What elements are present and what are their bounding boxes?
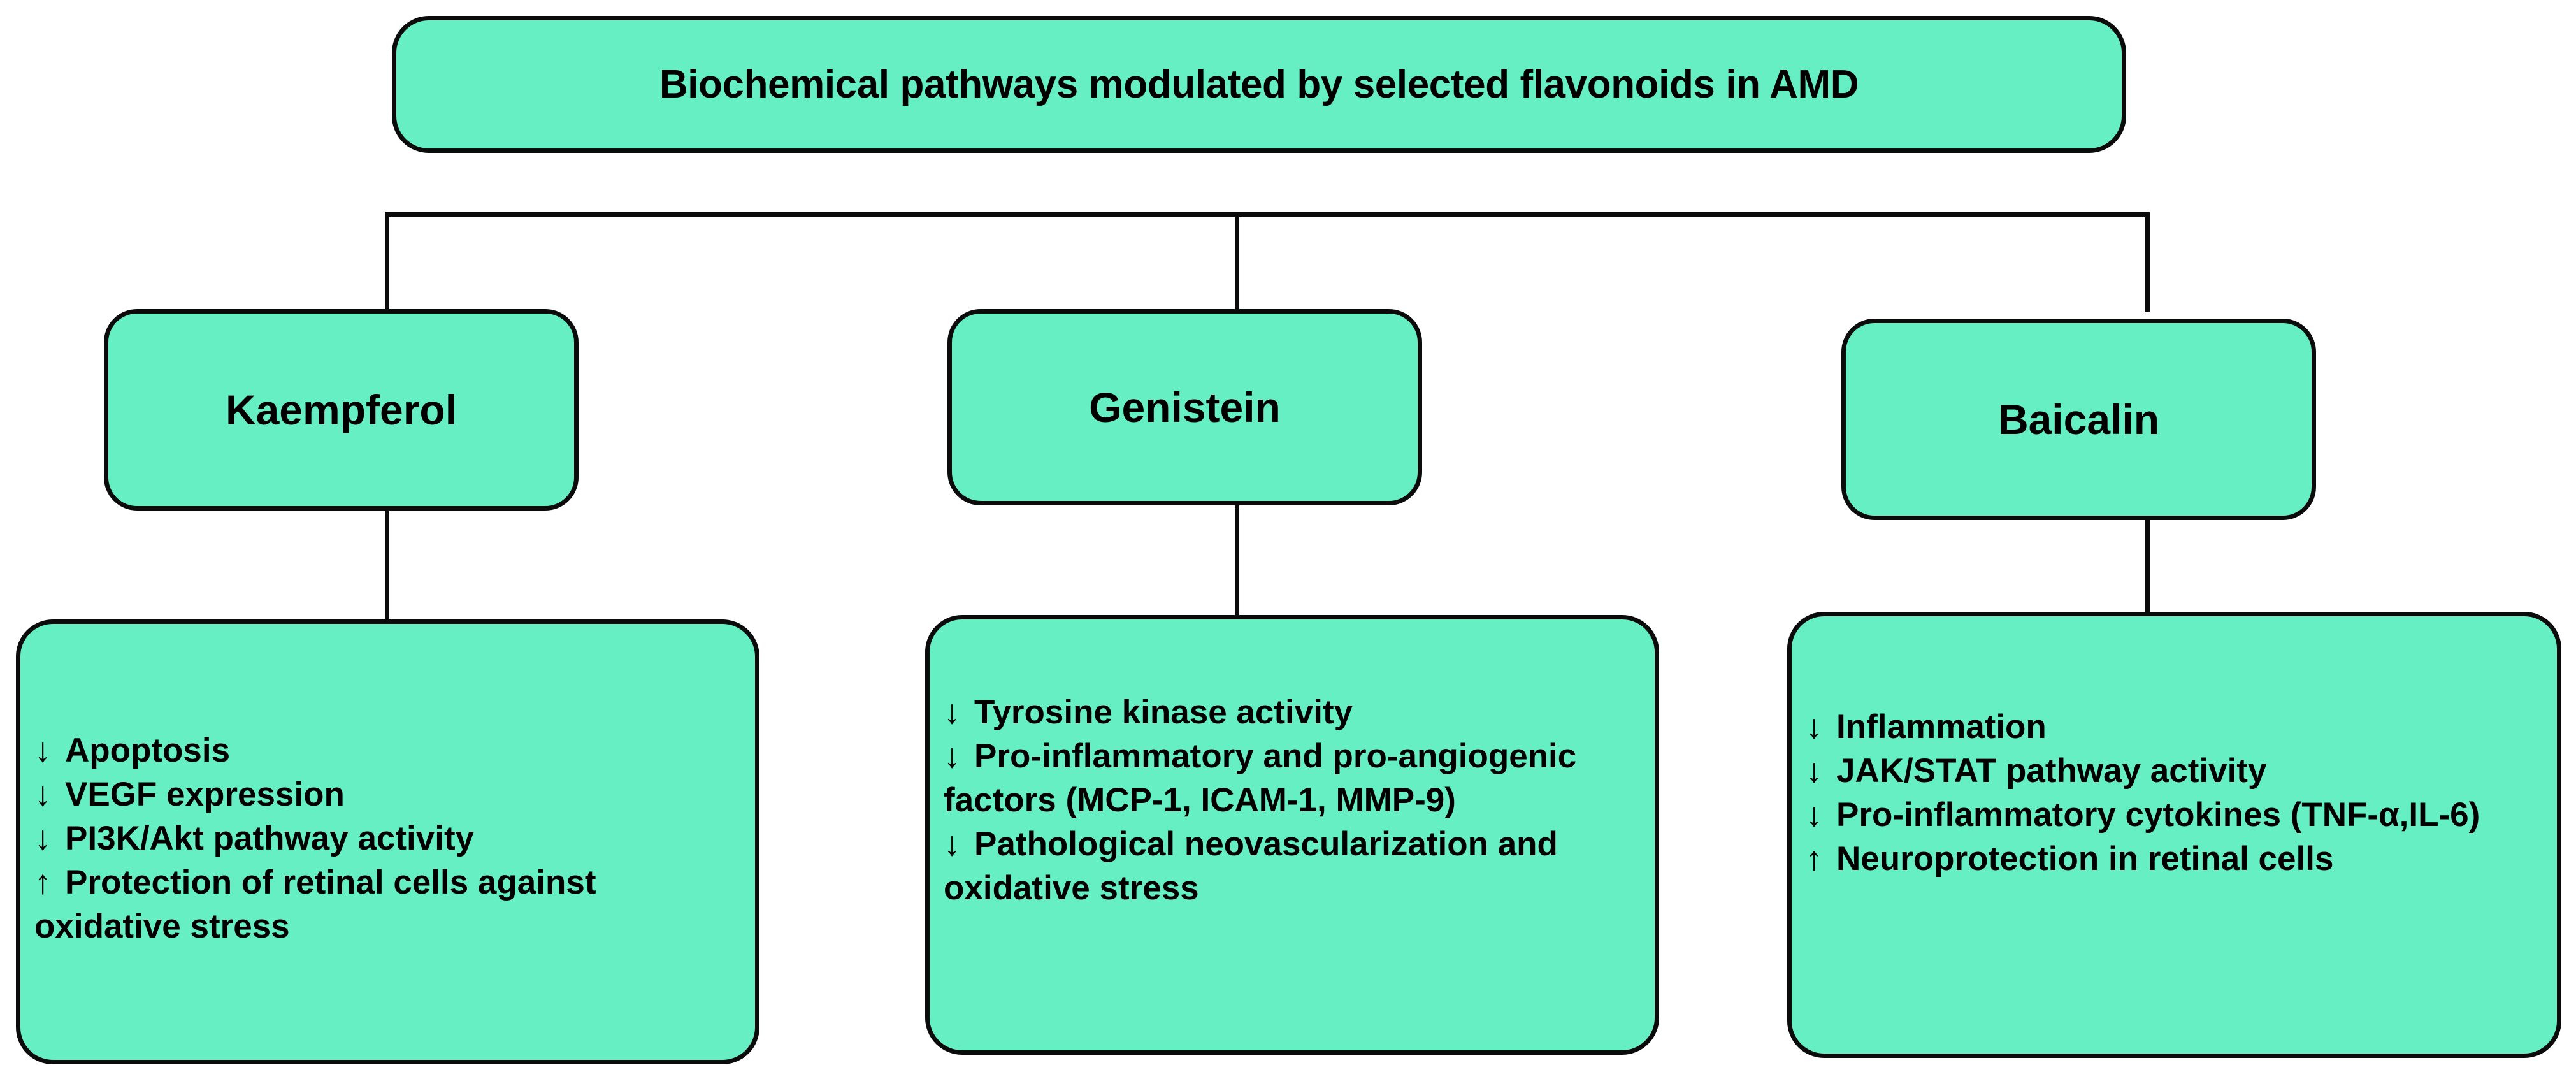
node-kaempferol-label: Kaempferol — [225, 386, 457, 433]
arrow-up-icon: ↑ — [1806, 839, 1823, 878]
effect-text: Apoptosis — [65, 732, 231, 769]
effect-line: ↓Pathological neovascularization and oxi… — [944, 823, 1638, 911]
arrow-down-icon: ↓ — [34, 732, 52, 769]
effects-list-baicalin: ↓Inflammation↓JAK/STAT pathway activity↓… — [1806, 706, 2540, 881]
arrow-down-icon: ↓ — [944, 825, 961, 863]
effect-text: PI3K/Akt pathway activity — [65, 819, 475, 857]
diagram-title-node: Biochemical pathways modulated by select… — [392, 16, 2126, 153]
effects-list-genistein: ↓Tyrosine kinase activity↓Pro-inflammato… — [944, 691, 1638, 910]
effect-line: ↓ Inflammation — [1806, 706, 2540, 750]
arrow-down-icon: ↓ — [1806, 751, 1823, 790]
node-genistein: Genistein — [947, 309, 1422, 505]
effect-line: ↑Protection of retinal cells against oxi… — [34, 861, 736, 949]
effect-text: Neuroprotection in retinal cells — [1836, 839, 2334, 878]
arrow-down-icon: ↓ — [1806, 795, 1823, 834]
connector-drop-baicalin — [2145, 212, 2150, 312]
effect-line: ↓Pro-inflammatory and pro-angiogenic fac… — [944, 735, 1638, 823]
effects-list-kaempferol: ↓ Apoptosis ↓ VEGF expression ↓ PI3K/Akt path… — [34, 729, 736, 948]
effect-text: Inflammation — [1836, 708, 2047, 746]
effect-text: Pathological neovascularization and oxid… — [944, 825, 1558, 907]
effect-line: ↓ Apoptosis — [34, 729, 736, 773]
effect-line: ↓ JAK/STAT pathway activity — [1806, 750, 2540, 793]
effect-text: Tyrosine kinase activity — [974, 693, 1353, 731]
effect-text: VEGF expression — [65, 775, 345, 813]
connector-stem-genistein — [1235, 502, 1239, 618]
effects-box-kaempferol: ↓ Apoptosis ↓ VEGF expression ↓ PI3K/Akt path… — [16, 619, 759, 1064]
effect-text: JAK/STAT pathway activity — [1836, 751, 2267, 790]
connector-drop-genistein — [1235, 212, 1239, 312]
arrow-down-icon: ↓ — [34, 775, 52, 813]
effect-line: ↓ VEGF expression — [34, 773, 736, 817]
node-baicalin-label: Baicalin — [1997, 396, 2160, 443]
effects-box-genistein: ↓Tyrosine kinase activity↓Pro-inflammato… — [925, 615, 1659, 1055]
effect-text: Pro-inflammatory and pro-angiogenic fact… — [944, 737, 1577, 819]
connector-stem-baicalin — [2145, 517, 2150, 616]
arrow-down-icon: ↓ — [944, 693, 961, 731]
arrow-down-icon: ↓ — [944, 737, 961, 775]
node-baicalin: Baicalin — [1841, 319, 2316, 520]
effect-line: ↓ Pro-inflammatory cytokines (TNF-α,IL-6) — [1806, 793, 2540, 837]
diagram-title-label: Biochemical pathways modulated by select… — [659, 62, 1859, 106]
arrow-down-icon: ↓ — [34, 819, 52, 857]
effect-text: Protection of retinal cells against oxid… — [34, 863, 596, 945]
connector-horizontal-bus — [385, 212, 2150, 217]
connector-drop-kaempferol — [385, 212, 389, 312]
effects-box-baicalin: ↓Inflammation↓JAK/STAT pathway activity↓… — [1787, 612, 2561, 1058]
effect-line: ↓ Tyrosine kinase activity — [944, 691, 1638, 735]
arrow-down-icon: ↓ — [1806, 708, 1823, 746]
effect-text: Pro-inflammatory cytokines (TNF-α,IL-6) — [1836, 795, 2480, 834]
connector-stem-kaempferol — [385, 507, 389, 623]
node-genistein-label: Genistein — [1089, 384, 1281, 431]
effect-line: ↑ Neuroprotection in retinal cells — [1806, 837, 2540, 881]
effect-line: ↓ PI3K/Akt pathway activity — [34, 817, 736, 861]
node-kaempferol: Kaempferol — [104, 309, 579, 511]
arrow-up-icon: ↑ — [34, 863, 52, 901]
